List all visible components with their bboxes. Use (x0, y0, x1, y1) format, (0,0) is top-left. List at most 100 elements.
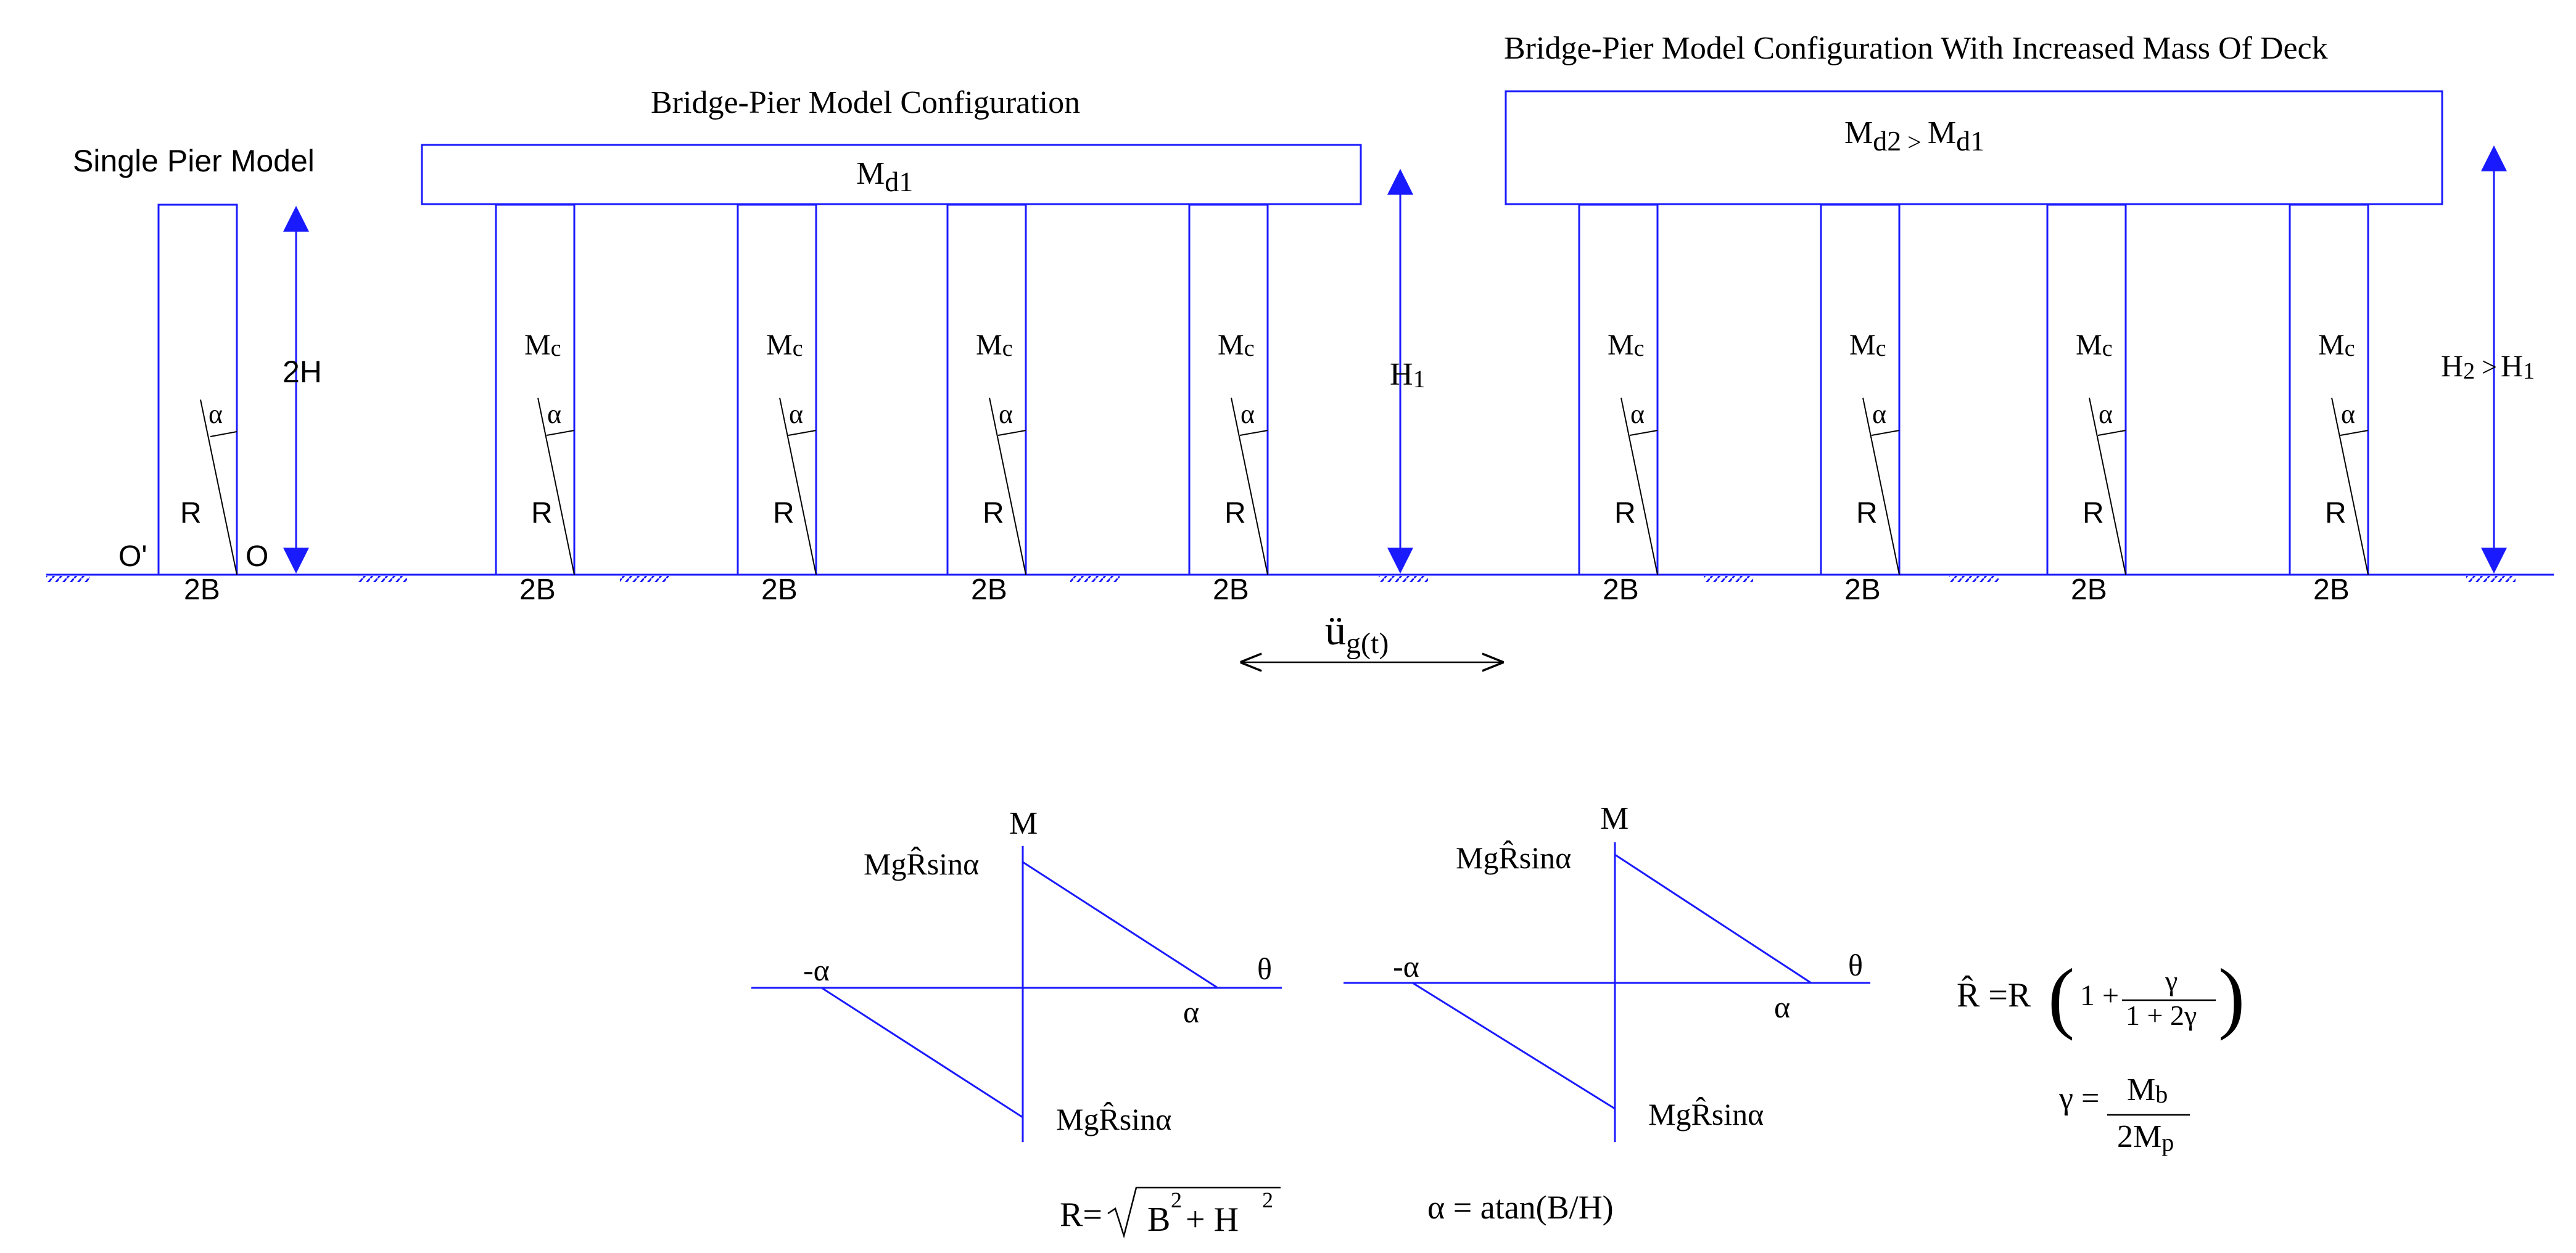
moment-rotation-plot-1: M θ -α α MgR̂sinα MgR̂sinα (751, 806, 1282, 1142)
bridge-2-pier-column-mass: Mc (1608, 329, 1645, 361)
formula-rhat-den: 1 + 2γ (2126, 1000, 2197, 1031)
single-pier-height: 2H (283, 355, 322, 389)
formula-gamma-den: 2Mp (2117, 1119, 2174, 1156)
formula-rhat-num: γ (2165, 965, 2178, 996)
plot-1-y-label: M (1009, 806, 1038, 841)
formula-radius: R= B 2 + H 2 (1060, 1186, 1281, 1239)
bridge-1-pier-angle: α (1241, 399, 1255, 429)
bridge-2-pier-width: 2B (2071, 573, 2107, 606)
bridge-1-pier-column (946, 203, 1027, 576)
moment-rotation-plot-2: M θ -α α MgR̂sinα MgR̂sinα (1344, 801, 1870, 1142)
single-pier-radius: R (180, 497, 202, 530)
bridge-1-pier-width: 2B (519, 573, 556, 606)
single-pier-width: 2B (184, 573, 220, 606)
bridge-2-pier-radius: R (1856, 497, 1878, 530)
bridge-2-pier-column (1820, 203, 1901, 576)
bridge-2-pier-column-mass: Mc (2318, 329, 2355, 361)
plot-2-pos-alpha: α (1774, 990, 1790, 1024)
bridge-1-pier-column-mass: Mc (524, 329, 561, 361)
plot-1-upper-branch (1022, 861, 1218, 989)
bridge-2-pier-3: Mc αR 2B (2046, 203, 2127, 606)
bridge-2-pier-angle-arc (2097, 430, 2126, 436)
bridge-1-pier-angle: α (999, 399, 1013, 429)
plot-1-top-value: MgR̂sinα (864, 846, 979, 881)
bridge-2-pier-angle: α (1872, 399, 1886, 429)
bridge-1-pier-angle: α (789, 399, 803, 429)
bridge-2-pier-angle-arc (2340, 430, 2369, 436)
single-pier-column (157, 203, 238, 576)
plot-1-pos-alpha: α (1183, 995, 1199, 1029)
deck-1 (421, 144, 1362, 205)
plot-2-x-label: θ (1848, 948, 1863, 982)
formula-rhat: R̂ =R ( 1 + γ 1 + 2γ ) (1957, 953, 2245, 1041)
bridge-2-pier-angle: α (2341, 399, 2355, 429)
formula-gamma: γ = Mb 2Mp (2058, 1072, 2190, 1156)
bridge-2-pier-column (1578, 203, 1659, 576)
plot-1-x-label: θ (1257, 951, 1272, 986)
single-pier: α R O' O 2B 2H (118, 203, 322, 606)
ground-motion: üg(t) (1241, 607, 1503, 662)
bridge-2-pier-diagonal (2331, 397, 2369, 575)
single-pier-corner-right: O (246, 540, 268, 573)
bridge-pier-model-increased: Md2 > Md1 Mc αR 2B Mc αR 2B Mc αR 2B Mc αR 2B H2 >H… (1505, 90, 2535, 606)
formula-rhat-lhs: R̂ =R (1957, 975, 2031, 1014)
bridge-1-pier-radius: R (531, 497, 553, 530)
increased-mass-title: Bridge-Pier Model Configuration With Inc… (1504, 31, 2328, 66)
bridge-2-pier-diagonal (1620, 397, 1658, 575)
deck-2-mass: Md2 > Md1 (1844, 115, 1984, 157)
bridge-pier-title: Bridge-Pier Model Configuration (651, 85, 1080, 120)
bridge-2-pier-column-mass: Mc (1849, 329, 1886, 361)
formula-rhat-rparen: ) (2218, 953, 2245, 1041)
formula-rhat-one: 1 + (2080, 979, 2119, 1012)
bridge-1-pier-radius: R (773, 497, 795, 530)
bridge-2-pier-width: 2B (1603, 573, 1639, 606)
bridge-1-pier-column (495, 203, 576, 576)
formula-radius-exp-1: 2 (1171, 1188, 1182, 1212)
plot-1-lower-branch (821, 987, 1023, 1119)
bridge-2-pier-radius: R (2325, 497, 2347, 530)
bridge-2-pier-diagonal (1862, 397, 1900, 575)
formula-gamma-num: Mb (2127, 1072, 2168, 1108)
plot-2-bottom-value: MgR̂sinα (1648, 1096, 1764, 1132)
formula-radius-b: B (1147, 1201, 1170, 1239)
bridge-1-pier-diagonal (537, 397, 575, 575)
bridge-2-pier-2: Mc αR 2B (1820, 203, 1901, 606)
ground-hatch-marks (46, 576, 2516, 582)
single-pier-corner-left: O' (118, 540, 147, 573)
bridge-1-pier-column-mass: Mc (766, 329, 803, 361)
formula-rhat-lparen: ( (2048, 953, 2074, 1041)
ground-acceleration-label: üg(t) (1325, 607, 1389, 660)
bridge-2-pier-radius: R (2083, 497, 2104, 530)
bridge-2-pier-angle-arc (1871, 430, 1900, 436)
plot-1-neg-alpha: -α (803, 953, 830, 987)
deck-2 (1505, 90, 2443, 205)
bridge-1-pier-1: Mc αR 2B (495, 203, 576, 606)
bridge-1-pier-angle: α (547, 399, 561, 429)
bridge-2-pier-angle: α (1630, 399, 1645, 429)
bridge-1-pier-column-mass: Mc (976, 329, 1013, 361)
bridge-2-pier-angle-arc (1629, 430, 1658, 436)
bridge-2-pier-radius: R (1614, 497, 1636, 530)
bridge-2-height: H2 >H1 (2441, 348, 2535, 384)
bridge-2-pier-column (2289, 203, 2369, 576)
bridge-1-height: H1 (1390, 357, 1426, 393)
plot-2-neg-alpha: -α (1393, 949, 1419, 984)
bridge-1-pier-column (737, 203, 817, 576)
bridge-2-pier-width: 2B (1844, 573, 1881, 606)
bridge-1-pier-diagonal (989, 397, 1026, 575)
single-pier-angle: α (208, 399, 223, 429)
bridge-1-pier-angle-arc (788, 430, 817, 436)
plot-2-y-label: M (1600, 801, 1629, 836)
sqrt-sign (1107, 1186, 1281, 1239)
bridge-1-pier-radius: R (983, 497, 1004, 530)
bridge-2-pier-column-mass: Mc (2076, 329, 2113, 361)
bridge-2-pier-angle: α (2099, 399, 2113, 429)
bridge-2-pier-width: 2B (2313, 573, 2350, 606)
single-pier-title: Single Pier Model (73, 144, 315, 178)
formula-radius-plus-h: + H (1186, 1201, 1239, 1239)
